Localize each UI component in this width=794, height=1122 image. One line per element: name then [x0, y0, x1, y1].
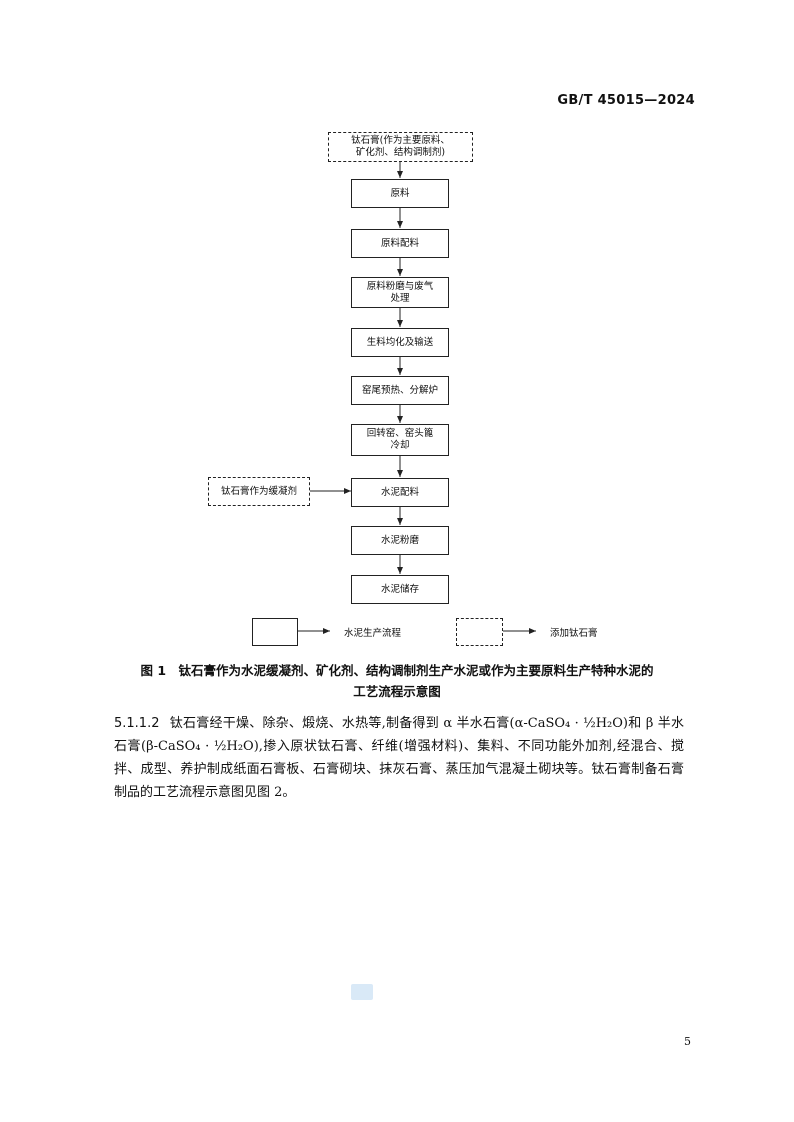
input-titanium-gypsum-label: 钛石膏(作为主要原料、 矿化剂、结构调制剂)	[351, 135, 450, 158]
step-raw-material: 原料	[351, 179, 449, 208]
step-label: 原料粉磨与废气 处理	[366, 280, 434, 304]
legend-dashed-label: 添加钛石膏	[550, 628, 598, 639]
watermark-logo	[351, 984, 373, 1000]
legend-solid-box	[252, 618, 298, 646]
clause-text: 钛石膏经干燥、除杂、煅烧、水热等,制备得到 α 半水石膏(α-CaSO₄ · ½…	[114, 716, 684, 800]
step-label: 原料配料	[380, 237, 419, 249]
step-raw-grinding: 原料粉磨与废气 处理	[351, 277, 449, 308]
legend-solid-label: 水泥生产流程	[344, 628, 402, 639]
step-label: 窑尾预热、分解炉	[361, 384, 438, 396]
step-label: 水泥配料	[380, 486, 419, 498]
step-raw-batching: 原料配料	[351, 229, 449, 258]
step-label: 生料均化及输送	[366, 336, 434, 348]
step-label: 回转窑、窑头篦 冷却	[366, 428, 434, 451]
step-label: 原料	[390, 187, 410, 199]
input-retarder-box: 钛石膏作为缓凝剂	[208, 477, 310, 506]
step-label: 水泥粉磨	[380, 534, 419, 546]
figure-caption: 图 1 钛石膏作为水泥缓凝剂、矿化剂、结构调制剂生产水泥或作为主要原料生产特种水…	[0, 660, 794, 702]
step-raw-homogenization: 生料均化及输送	[351, 328, 449, 357]
step-label: 水泥储存	[380, 583, 419, 595]
caption-line-1: 图 1 钛石膏作为水泥缓凝剂、矿化剂、结构调制剂生产水泥或作为主要原料生产特种水…	[140, 663, 654, 678]
input-titanium-gypsum-box: 钛石膏(作为主要原料、 矿化剂、结构调制剂)	[328, 132, 473, 162]
step-rotary-kiln: 回转窑、窑头篦 冷却	[351, 424, 449, 456]
page-number: 5	[684, 1035, 691, 1048]
step-cement-storage: 水泥储存	[351, 575, 449, 604]
legend-dashed-box	[456, 618, 503, 646]
standard-code: GB/T 45015—2024	[557, 93, 695, 108]
flow-arrows	[298, 160, 536, 634]
process-flowchart: 钛石膏(作为主要原料、 矿化剂、结构调制剂) 原料 原料配料 原料粉磨与废气 处…	[208, 132, 598, 646]
step-cement-batching: 水泥配料	[351, 478, 449, 507]
step-cement-grinding: 水泥粉磨	[351, 526, 449, 555]
caption-line-2: 工艺流程示意图	[353, 684, 441, 699]
flowchart-connectors	[298, 160, 536, 634]
clause-number: 5.1.1.2	[114, 716, 160, 731]
step-preheater-calciner: 窑尾预热、分解炉	[351, 376, 449, 405]
input-retarder-label: 钛石膏作为缓凝剂	[220, 485, 297, 497]
